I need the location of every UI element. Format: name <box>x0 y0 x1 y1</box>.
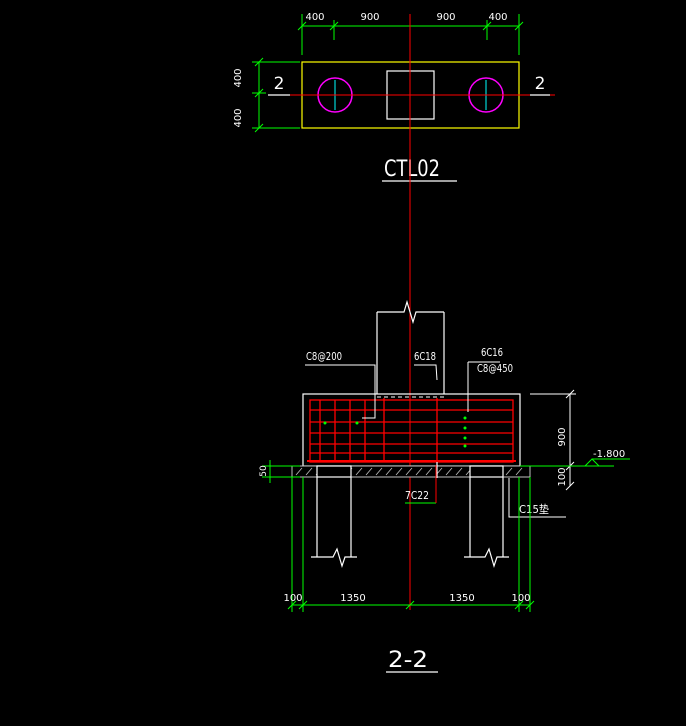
pile-head-dashed-left <box>316 466 352 478</box>
elevation-value: -1.800 <box>593 449 625 460</box>
section-bottom-dimension <box>287 477 535 612</box>
label-bottom-bars: 7C22 <box>405 489 429 502</box>
plan-dim-900-left: 900 <box>360 12 379 23</box>
section-title: 2-2 <box>388 648 428 673</box>
section-view: C8@200 6C18 6C16 C8@450 7C22 C15垫 900 10… <box>259 299 630 673</box>
plan-left-dimension <box>252 57 300 133</box>
section-left-dimension <box>262 460 300 483</box>
plan-dim-900-right: 900 <box>436 12 455 23</box>
pile-right-section <box>464 477 509 569</box>
section-right-dimension <box>530 389 576 491</box>
pile-left-section <box>311 477 357 569</box>
pile-heads <box>316 465 504 478</box>
dim-1350-right: 1350 <box>449 593 474 604</box>
elevation-marker <box>520 458 630 467</box>
plan-view: 400 900 900 400 400 400 2 2 CTL02 <box>233 12 555 182</box>
plan-dim-400-right: 400 <box>488 12 507 23</box>
plan-dim-400-top: 400 <box>233 68 244 87</box>
section-mark-right: 2 <box>535 74 546 94</box>
label-side-bars: 6C16 <box>481 346 503 359</box>
dim-900-vertical: 900 <box>557 427 568 446</box>
rebar-cage <box>309 398 514 463</box>
column-section <box>376 299 445 394</box>
plan-title: CTL02 <box>384 157 440 182</box>
dim-100-left: 100 <box>283 593 302 604</box>
leader-lines <box>305 361 566 518</box>
dim-100-right: 100 <box>511 593 530 604</box>
label-side-spacing: C8@450 <box>477 362 513 375</box>
dim-50-vertical: 50 <box>259 465 269 477</box>
label-stirrup: C8@200 <box>306 350 342 363</box>
dim-1350-left: 1350 <box>340 593 365 604</box>
label-blinding: C15垫 <box>519 502 549 516</box>
section-mark-left: 2 <box>274 74 285 94</box>
plan-dim-400-bottom: 400 <box>233 108 244 127</box>
dim-100-vertical: 100 <box>557 467 568 486</box>
plan-dim-400-left: 400 <box>305 12 324 23</box>
blinding-layer <box>291 465 531 478</box>
rebar-dots <box>323 416 467 448</box>
label-column-bars: 6C18 <box>414 350 436 363</box>
